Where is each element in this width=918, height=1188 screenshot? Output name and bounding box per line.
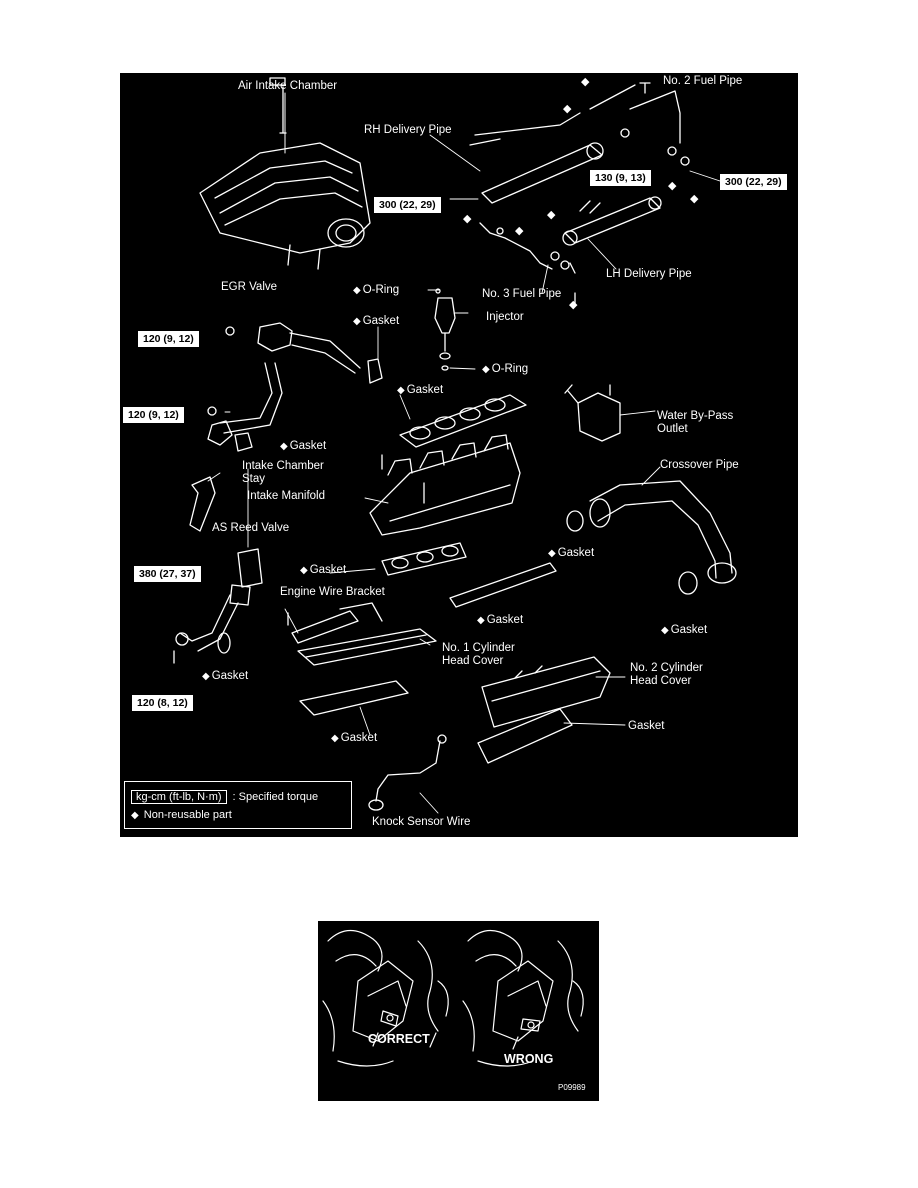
egr-gasket-art [234,432,253,452]
torque-spec-300-right: 300 (22, 29) [720,174,787,190]
engine-wire-bracket-art [291,610,359,644]
label-no2-cylinder-head-cover: No. 2 Cylinder Head Cover [630,662,703,687]
wrong-view-art [462,929,584,1067]
torque-spec-120-egr-bottom: 120 (9, 12) [123,407,184,423]
label-gasket-reed: ◆Gasket [202,670,249,682]
label-intake-manifold: Intake Manifold [247,490,325,502]
label-gasket-lower-mid: ◆Gasket [477,614,524,626]
exploded-parts-diagram: Air Intake Chamber No. 2 Fuel Pipe RH De… [120,73,798,837]
label-as-reed-valve: AS Reed Valve [212,522,290,534]
no3-fuel-pipe-art [479,222,576,306]
label-gasket-no1-cover: ◆Gasket [331,732,378,744]
legend: kg-cm (ft-lb, N·m) : Specified torque ◆ N… [124,781,352,829]
label-lh-delivery-pipe: LH Delivery Pipe [606,268,692,280]
nonreusable-icon: ◆ [563,103,572,115]
nonreusable-icon: ◆ [331,733,339,744]
nonreusable-icon: ◆ [668,180,677,192]
label-gasket-manifold: ◆Gasket [300,564,347,576]
label-egr-valve: EGR Valve [221,281,278,293]
injector-art [434,288,456,371]
label-no2-fuel-pipe: No. 2 Fuel Pipe [663,75,743,87]
correct-view-art [322,929,449,1067]
water-bypass-outlet-art [564,384,621,442]
legend-nonreusable-text: Non-reusable part [143,809,232,821]
nonreusable-icon: ◆ [397,385,405,396]
manifold-gasket-art [381,542,467,576]
figure-code: P09989 [558,1083,586,1092]
label-gasket-cover: Gasket [628,720,665,732]
nonreusable-icon: ◆ [280,441,288,452]
intake-manifold-art [369,434,521,536]
label-injector: Injector [486,311,524,323]
torque-spec-300-left: 300 (22, 29) [374,197,441,213]
torque-spec-130: 130 (9, 13) [590,170,651,186]
intake-chamber-stay-art [189,476,216,532]
legend-torque-row: kg-cm (ft-lb, N·m) : Specified torque [131,790,318,804]
no1-head-cover-art [297,628,437,666]
crossover-pipe-art [566,480,737,595]
as-reed-valve-art [173,548,263,664]
label-no1-cylinder-head-cover: No. 1 Cylinder Head Cover [442,642,515,667]
detail-line-art [322,929,584,1067]
egr-valve-art [207,322,361,446]
legend-torque-desc: : Specified torque [232,791,319,803]
nonreusable-icon: ◆ [482,364,490,375]
no1-cover-gasket-art [299,680,409,716]
nonreusable-icon: ◆ [463,213,472,225]
label-intake-chamber-stay: Intake Chamber Stay [242,460,324,485]
nonreusable-icon: ◆ [300,565,308,576]
nonreusable-icon: ◆ [548,548,556,559]
nonreusable-icon: ◆ [477,615,485,626]
label-air-intake-chamber: Air Intake Chamber [238,80,338,92]
nonreusable-icon: ◆ [569,299,578,311]
label-gasket-intake: ◆Gasket [397,384,444,396]
long-gasket-art [449,562,557,608]
label-water-bypass-outlet: Water By-Pass Outlet [657,410,734,435]
nonreusable-icon: ◆ [661,625,669,636]
label-gasket-crossover: ◆Gasket [548,547,595,559]
label-o-ring-top: ◆O-Ring [353,284,400,296]
no2-head-cover-art [481,656,611,728]
legend-torque-unit: kg-cm (ft-lb, N·m) [131,790,227,804]
label-o-ring-bottom: ◆O-Ring [482,363,529,375]
nonreusable-icon: ◆ [202,671,210,682]
torque-spec-380: 380 (27, 37) [134,566,201,582]
torque-spec-120-reed: 120 (8, 12) [132,695,193,711]
rh-delivery-pipe-art [469,82,690,204]
no2-cover-gasket-art [477,708,573,764]
label-gasket-crossover-bottom: ◆Gasket [661,624,708,636]
label-crossover-pipe: Crossover Pipe [660,459,739,471]
nonreusable-icon: ◆ [547,209,556,221]
label-knock-sensor-wire: Knock Sensor Wire [372,816,471,828]
lh-delivery-pipe-art [562,196,662,246]
label-gasket-egr: ◆Gasket [280,440,327,452]
correct-wrong-diagram: CORRECT WRONG P09989 [318,921,599,1101]
correct-label: CORRECT [368,1032,430,1046]
label-no3-fuel-pipe: No. 3 Fuel Pipe [482,288,562,300]
parts-line-art [173,77,737,814]
intake-gasket-art [399,394,527,448]
torque-spec-120-egr-top: 120 (9, 12) [138,331,199,347]
air-intake-chamber-art [199,77,371,270]
nonreusable-icon: ◆ [353,316,361,327]
legend-nonreusable-row: ◆ Non-reusable part [131,809,232,821]
nonreusable-icon: ◆ [131,810,139,821]
nonreusable-icon: ◆ [353,285,361,296]
label-rh-delivery-pipe: RH Delivery Pipe [364,124,452,136]
label-engine-wire-bracket: Engine Wire Bracket [280,586,385,598]
label-gasket-injector: ◆Gasket [353,315,400,327]
wrong-label: WRONG [504,1052,554,1066]
knock-sensor-wire-art [368,734,447,811]
nonreusable-icon: ◆ [515,225,524,237]
nonreusable-icon: ◆ [690,193,699,205]
nonreusable-icon: ◆ [581,76,590,88]
